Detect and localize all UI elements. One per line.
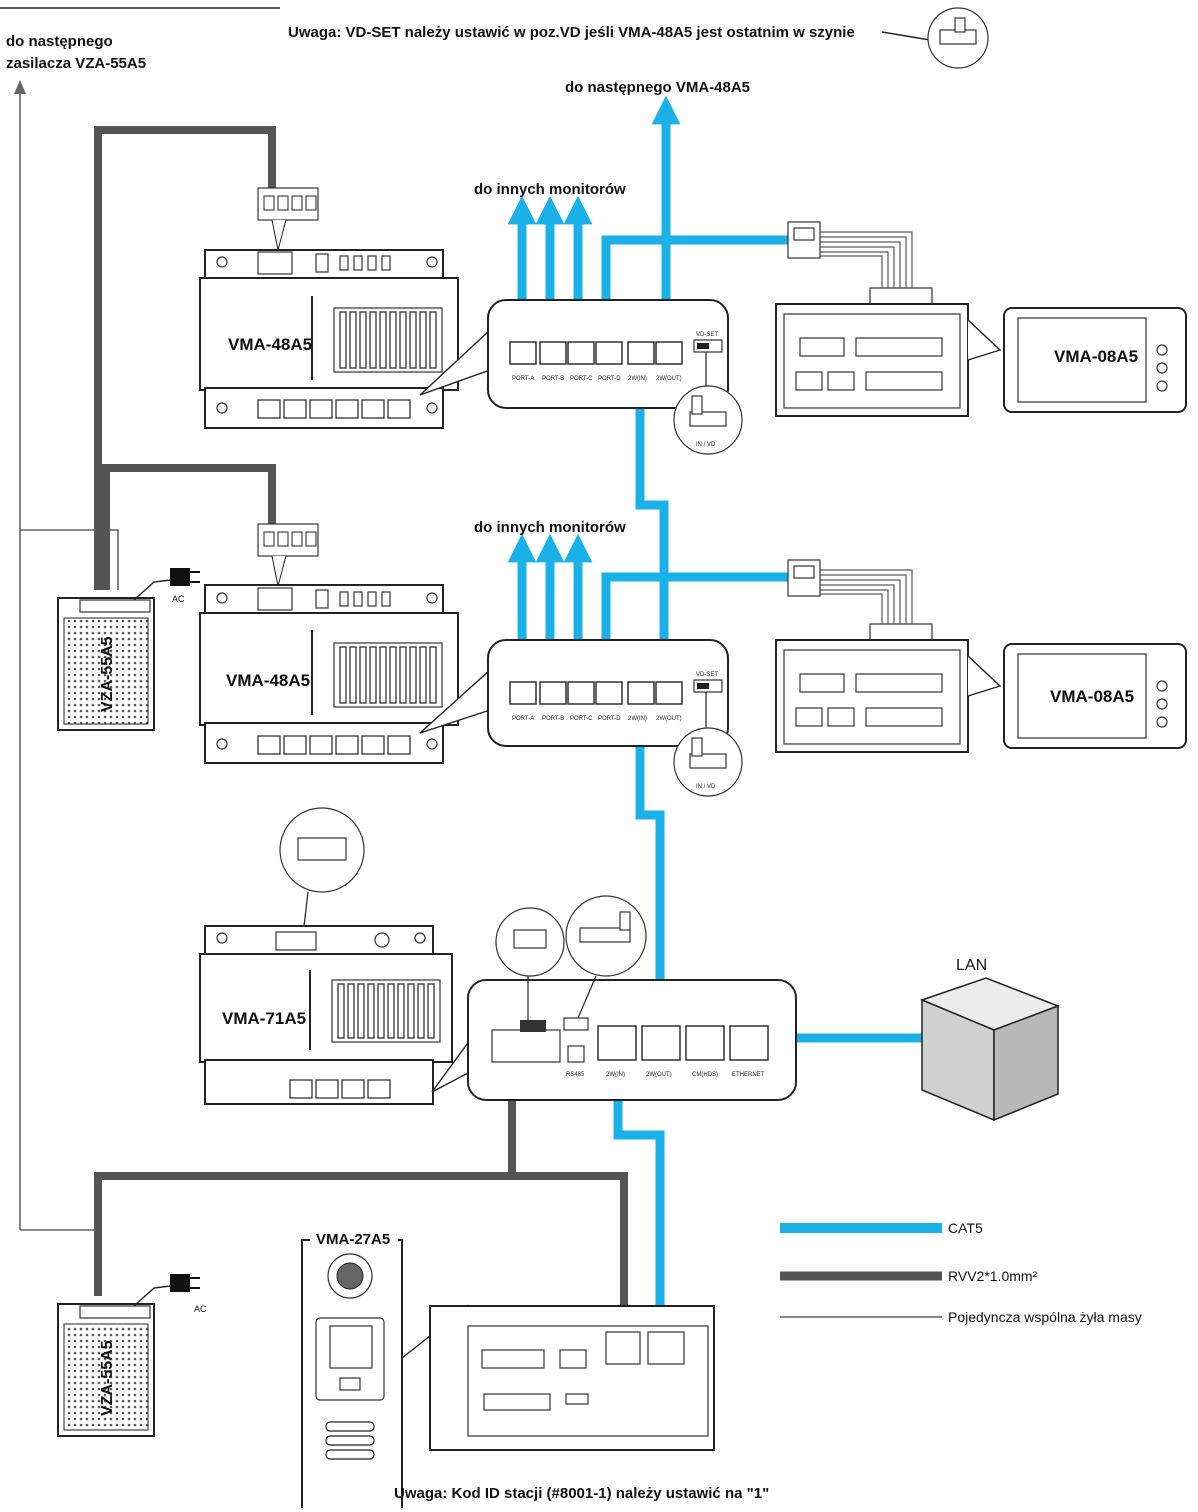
distributor-1-port-labels: PORT-A PORT-B PORT-C PORT-D 2W(IN) 2W(OU… xyxy=(512,332,718,448)
svg-text:PORT-D: PORT-D xyxy=(598,716,621,722)
lan-label: LAN xyxy=(956,957,987,974)
note-other-monitors-1: do innych monitorów xyxy=(474,181,626,198)
controller xyxy=(199,807,453,1105)
note-station-id: Uwaga: Kod ID stacji (#8001-1) należy us… xyxy=(394,1485,769,1502)
svg-text:PORT-C: PORT-C xyxy=(570,716,593,722)
distributor-2-label: VMA-48A5 xyxy=(226,671,310,690)
monitor-1-label: VMA-08A5 xyxy=(1054,347,1138,366)
svg-text:VD-SET: VD-SET xyxy=(696,332,718,338)
controller-label: VMA-71A5 xyxy=(222,1009,306,1028)
door-station-label: VMA-27A5 xyxy=(316,1231,390,1248)
note-other-monitors-2: do innych monitorów xyxy=(474,519,626,536)
psu-1-label: VZA-55A5 xyxy=(99,636,116,712)
note-next-psu-line1: do następnego xyxy=(6,33,113,50)
distributor-2-port-labels: PORT-A PORT-B PORT-C PORT-D 2W(IN) 2W(OU… xyxy=(512,672,718,790)
legend-label-rvv: RVV2*1.0mm² xyxy=(948,1268,1038,1284)
svg-text:VD-SET: VD-SET xyxy=(696,672,718,678)
distributor-1 xyxy=(199,187,459,429)
psu-2-label: VZA-55A5 xyxy=(99,1340,116,1416)
monitor-2-connector xyxy=(787,559,933,643)
rvv-cables xyxy=(94,126,628,1332)
monitor-1-backpanel xyxy=(775,303,1002,417)
controller-port-panel xyxy=(431,895,797,1101)
monitor-2-backpanel xyxy=(775,639,1002,753)
distributor-1-port-panel xyxy=(419,299,743,455)
svg-text:PORT-C: PORT-C xyxy=(570,376,593,382)
door-station-backpanel xyxy=(429,1305,715,1451)
svg-text:CM(HDS): CM(HDS) xyxy=(692,1072,718,1078)
ac-1-label: AC xyxy=(172,594,185,604)
monitor-2 xyxy=(1003,643,1187,749)
svg-text:2W(OUT): 2W(OUT) xyxy=(656,716,682,722)
distributor-1-label: VMA-48A5 xyxy=(228,335,312,354)
controller-port-labels: 2W(IN) 2W(OUT) CM(HDS) ETHERNET RS485 xyxy=(566,1072,765,1078)
legend-label-ground: Pojedyncza wspólna żyła masy xyxy=(948,1309,1142,1325)
note-vd-pointer xyxy=(881,31,931,41)
legend: CAT5 RVV2*1.0mm² Pojedyncza wspólna żyła… xyxy=(780,1220,1142,1325)
note-next-module: do następnego VMA-48A5 xyxy=(565,79,750,96)
svg-text:PORT-A: PORT-A xyxy=(512,716,534,722)
svg-text:2W(IN): 2W(IN) xyxy=(628,716,647,722)
svg-text:RS485: RS485 xyxy=(566,1072,585,1078)
note-next-psu-line2: zasilacza VZA-55A5 xyxy=(6,55,146,72)
psu-1 xyxy=(57,568,200,731)
monitor-2-label: VMA-08A5 xyxy=(1050,687,1134,706)
legend-label-cat5: CAT5 xyxy=(948,1220,983,1236)
monitor-1 xyxy=(1003,307,1187,413)
svg-text:ETHERNET: ETHERNET xyxy=(732,1072,765,1078)
svg-text:2W(OUT): 2W(OUT) xyxy=(646,1072,672,1078)
svg-text:IN / VD: IN / VD xyxy=(696,784,716,790)
ac-2-label: AC xyxy=(194,1304,207,1314)
svg-text:2W(IN): 2W(IN) xyxy=(606,1072,625,1078)
distributor-2-port-panel xyxy=(419,639,743,797)
svg-text:PORT-B: PORT-B xyxy=(542,376,564,382)
svg-text:PORT-D: PORT-D xyxy=(598,376,621,382)
svg-text:PORT-A: PORT-A xyxy=(512,376,534,382)
vd-switch-callout-top xyxy=(927,7,989,69)
note-vd-set: Uwaga: VD-SET należy ustawić w poz.VD je… xyxy=(288,24,855,41)
svg-text:PORT-B: PORT-B xyxy=(542,716,564,722)
psu-2 xyxy=(57,1274,200,1437)
lan-box xyxy=(919,977,1061,1122)
distributor-2 xyxy=(199,523,459,764)
svg-text:2W(IN): 2W(IN) xyxy=(628,376,647,382)
svg-text:2W(OUT): 2W(OUT) xyxy=(656,376,682,382)
svg-text:IN / VD: IN / VD xyxy=(696,442,716,448)
monitor-1-connector xyxy=(787,221,933,307)
